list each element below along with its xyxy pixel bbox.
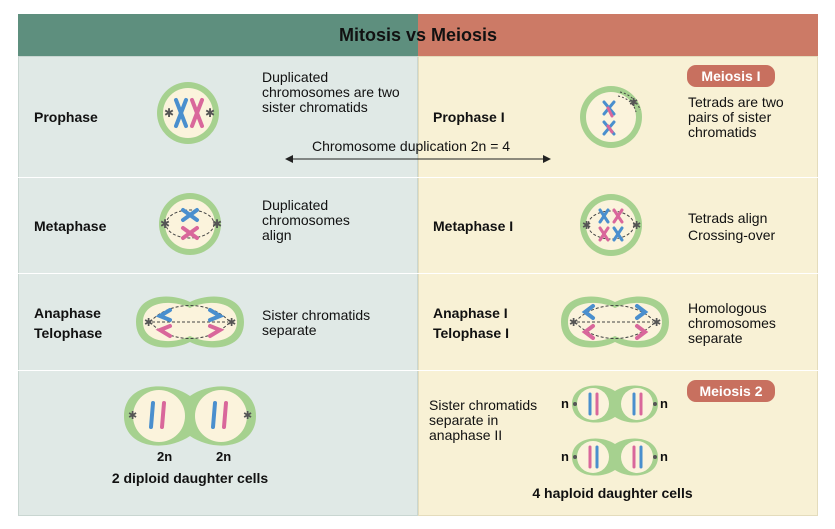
ploidy-label: n — [660, 396, 668, 411]
svg-text:✱: ✱ — [212, 217, 222, 231]
prophase-1-note: Tetrads are two pairs of sister chromati… — [688, 94, 784, 140]
meiosis-header — [418, 14, 818, 56]
diagram-title: Mitosis vs Meiosis — [338, 25, 498, 45]
svg-text:✱: ✱ — [164, 106, 174, 120]
mitosis-header — [18, 14, 418, 56]
ploidy-label: n — [660, 449, 668, 464]
ploidy-label: n — [561, 396, 569, 411]
anaphase-cell: ✱ ✱ — [136, 296, 244, 348]
metaphase-cell: ✱ ✱ — [159, 193, 222, 255]
prophase-label: Prophase — [34, 109, 98, 125]
metaphase-1-label: Metaphase I — [433, 218, 514, 234]
prophase-note: Duplicated chromosomes are two sister ch… — [262, 69, 400, 115]
svg-text:✱: ✱ — [243, 409, 252, 422]
anaphase-label: Anaphase — [34, 305, 101, 321]
duplication-arrow — [285, 155, 551, 163]
meiosis-result-caption: 4 haploid daughter cells — [532, 485, 693, 501]
mitosis-result-caption: 2 diploid daughter cells — [111, 470, 269, 486]
prophase-1-cell: ✱ — [580, 86, 642, 148]
meiosis-2-badge: Meiosis 2 — [687, 380, 775, 402]
metaphase-1-cell: ✱ ✱ — [580, 194, 642, 256]
anaphase-1-label: Anaphase I — [433, 305, 508, 321]
ploidy-label: 2n — [157, 449, 173, 464]
anaphase-1-note: Homologous chromosomes separate — [688, 300, 776, 346]
svg-text:✱: ✱ — [205, 106, 215, 120]
anaphase-1-cell: ✱ ✱ — [561, 296, 669, 348]
metaphase-1-note: Tetrads align — [688, 210, 768, 226]
svg-text:✱: ✱ — [569, 316, 578, 329]
haploid-cell-pair — [572, 438, 658, 476]
meiosis-1-badge: Meiosis I — [687, 65, 775, 87]
row-divider — [18, 177, 818, 178]
svg-text:✱: ✱ — [128, 409, 137, 422]
ploidy-label: n — [561, 449, 569, 464]
anaphase-note: Sister chromatids separate — [262, 307, 371, 338]
ploidy-label: 2n — [216, 449, 232, 464]
crossing-over-note: Crossing-over — [688, 227, 776, 243]
telophase-1-label: Telophase I — [433, 325, 509, 341]
duplication-label: Chromosome duplication 2n = 4 — [312, 138, 511, 154]
svg-text:✱: ✱ — [632, 219, 641, 232]
svg-text:✱: ✱ — [144, 316, 153, 329]
prophase-1-label: Prophase I — [433, 109, 505, 125]
row-divider — [18, 273, 818, 274]
prophase-cell: ✱ ✱ — [157, 82, 219, 144]
meiosis-2-note: Sister chromatids separate in anaphase I… — [429, 397, 538, 443]
svg-text:✱: ✱ — [160, 217, 170, 231]
svg-text:✱: ✱ — [227, 316, 236, 329]
haploid-cell-pair — [572, 385, 658, 423]
metaphase-label: Metaphase — [34, 218, 107, 234]
row-divider — [18, 370, 818, 371]
telophase-label: Telophase — [34, 325, 103, 341]
metaphase-note: Duplicated chromosomes align — [262, 197, 350, 243]
svg-text:✱: ✱ — [582, 219, 591, 232]
mitosis-daughter-cells: ✱ ✱ — [124, 386, 256, 446]
svg-text:✱: ✱ — [652, 316, 661, 329]
svg-text:✱: ✱ — [629, 96, 638, 109]
